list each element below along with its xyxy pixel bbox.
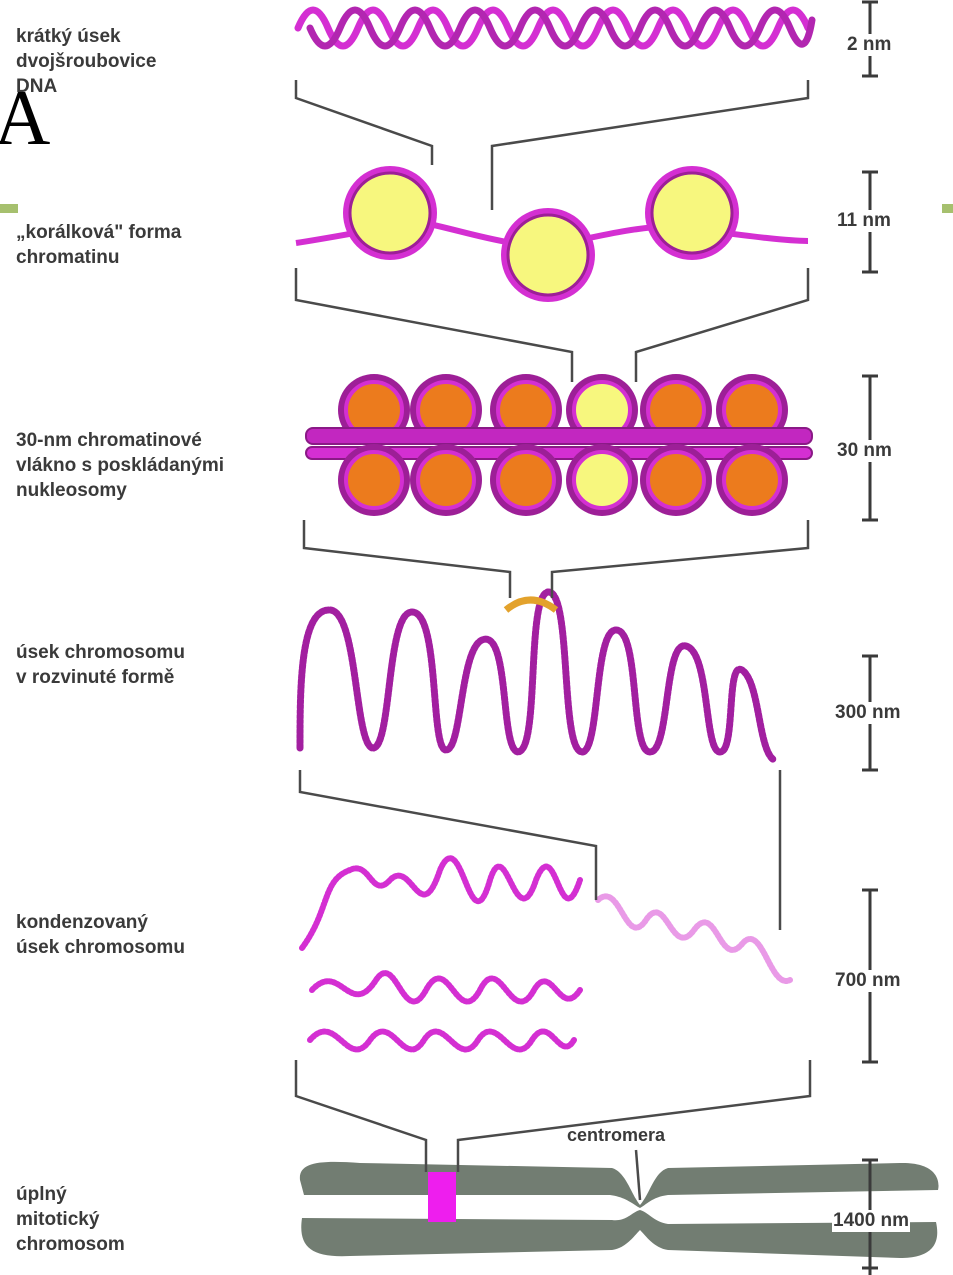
scale-label-11nm: 11 nm xyxy=(836,210,892,232)
label-mitotic-chromosome: úplný mitotický chromosom xyxy=(16,1182,125,1257)
scale-label-700nm: 700 nm xyxy=(834,970,901,992)
histone-core xyxy=(418,452,474,508)
centromere-label: centromera xyxy=(567,1125,665,1146)
label-condensed-section: kondenzovaný úsek chromosomu xyxy=(16,910,185,960)
label-beads-form: „korálková" forma chromatinu xyxy=(16,220,181,270)
highlighted-segment xyxy=(428,1172,456,1222)
scale-label-300nm: 300 nm xyxy=(834,702,901,724)
nucleosome-bead xyxy=(501,208,595,302)
label-extended-section: úsek chromosomu v rozvinuté formě xyxy=(16,640,185,690)
histone-core xyxy=(648,452,704,508)
histone-core xyxy=(574,452,630,508)
histone-core xyxy=(724,452,780,508)
nucleosome-bead xyxy=(645,166,739,260)
histone-core xyxy=(498,452,554,508)
scale-label-30nm: 30 nm xyxy=(836,440,893,462)
histone-core xyxy=(346,452,402,508)
scale-label-1400nm: 1400 nm xyxy=(832,1210,910,1232)
scale-label-2nm: 2 nm xyxy=(846,34,892,56)
slide-green-bar-left xyxy=(0,204,20,213)
label-dna-helix: krátký úsek dvojšroubovice DNA xyxy=(16,24,156,99)
label-30nm-fiber: 30-nm chromatinové vlákno s poskládanými… xyxy=(16,428,224,503)
nucleosome-bead xyxy=(343,166,437,260)
